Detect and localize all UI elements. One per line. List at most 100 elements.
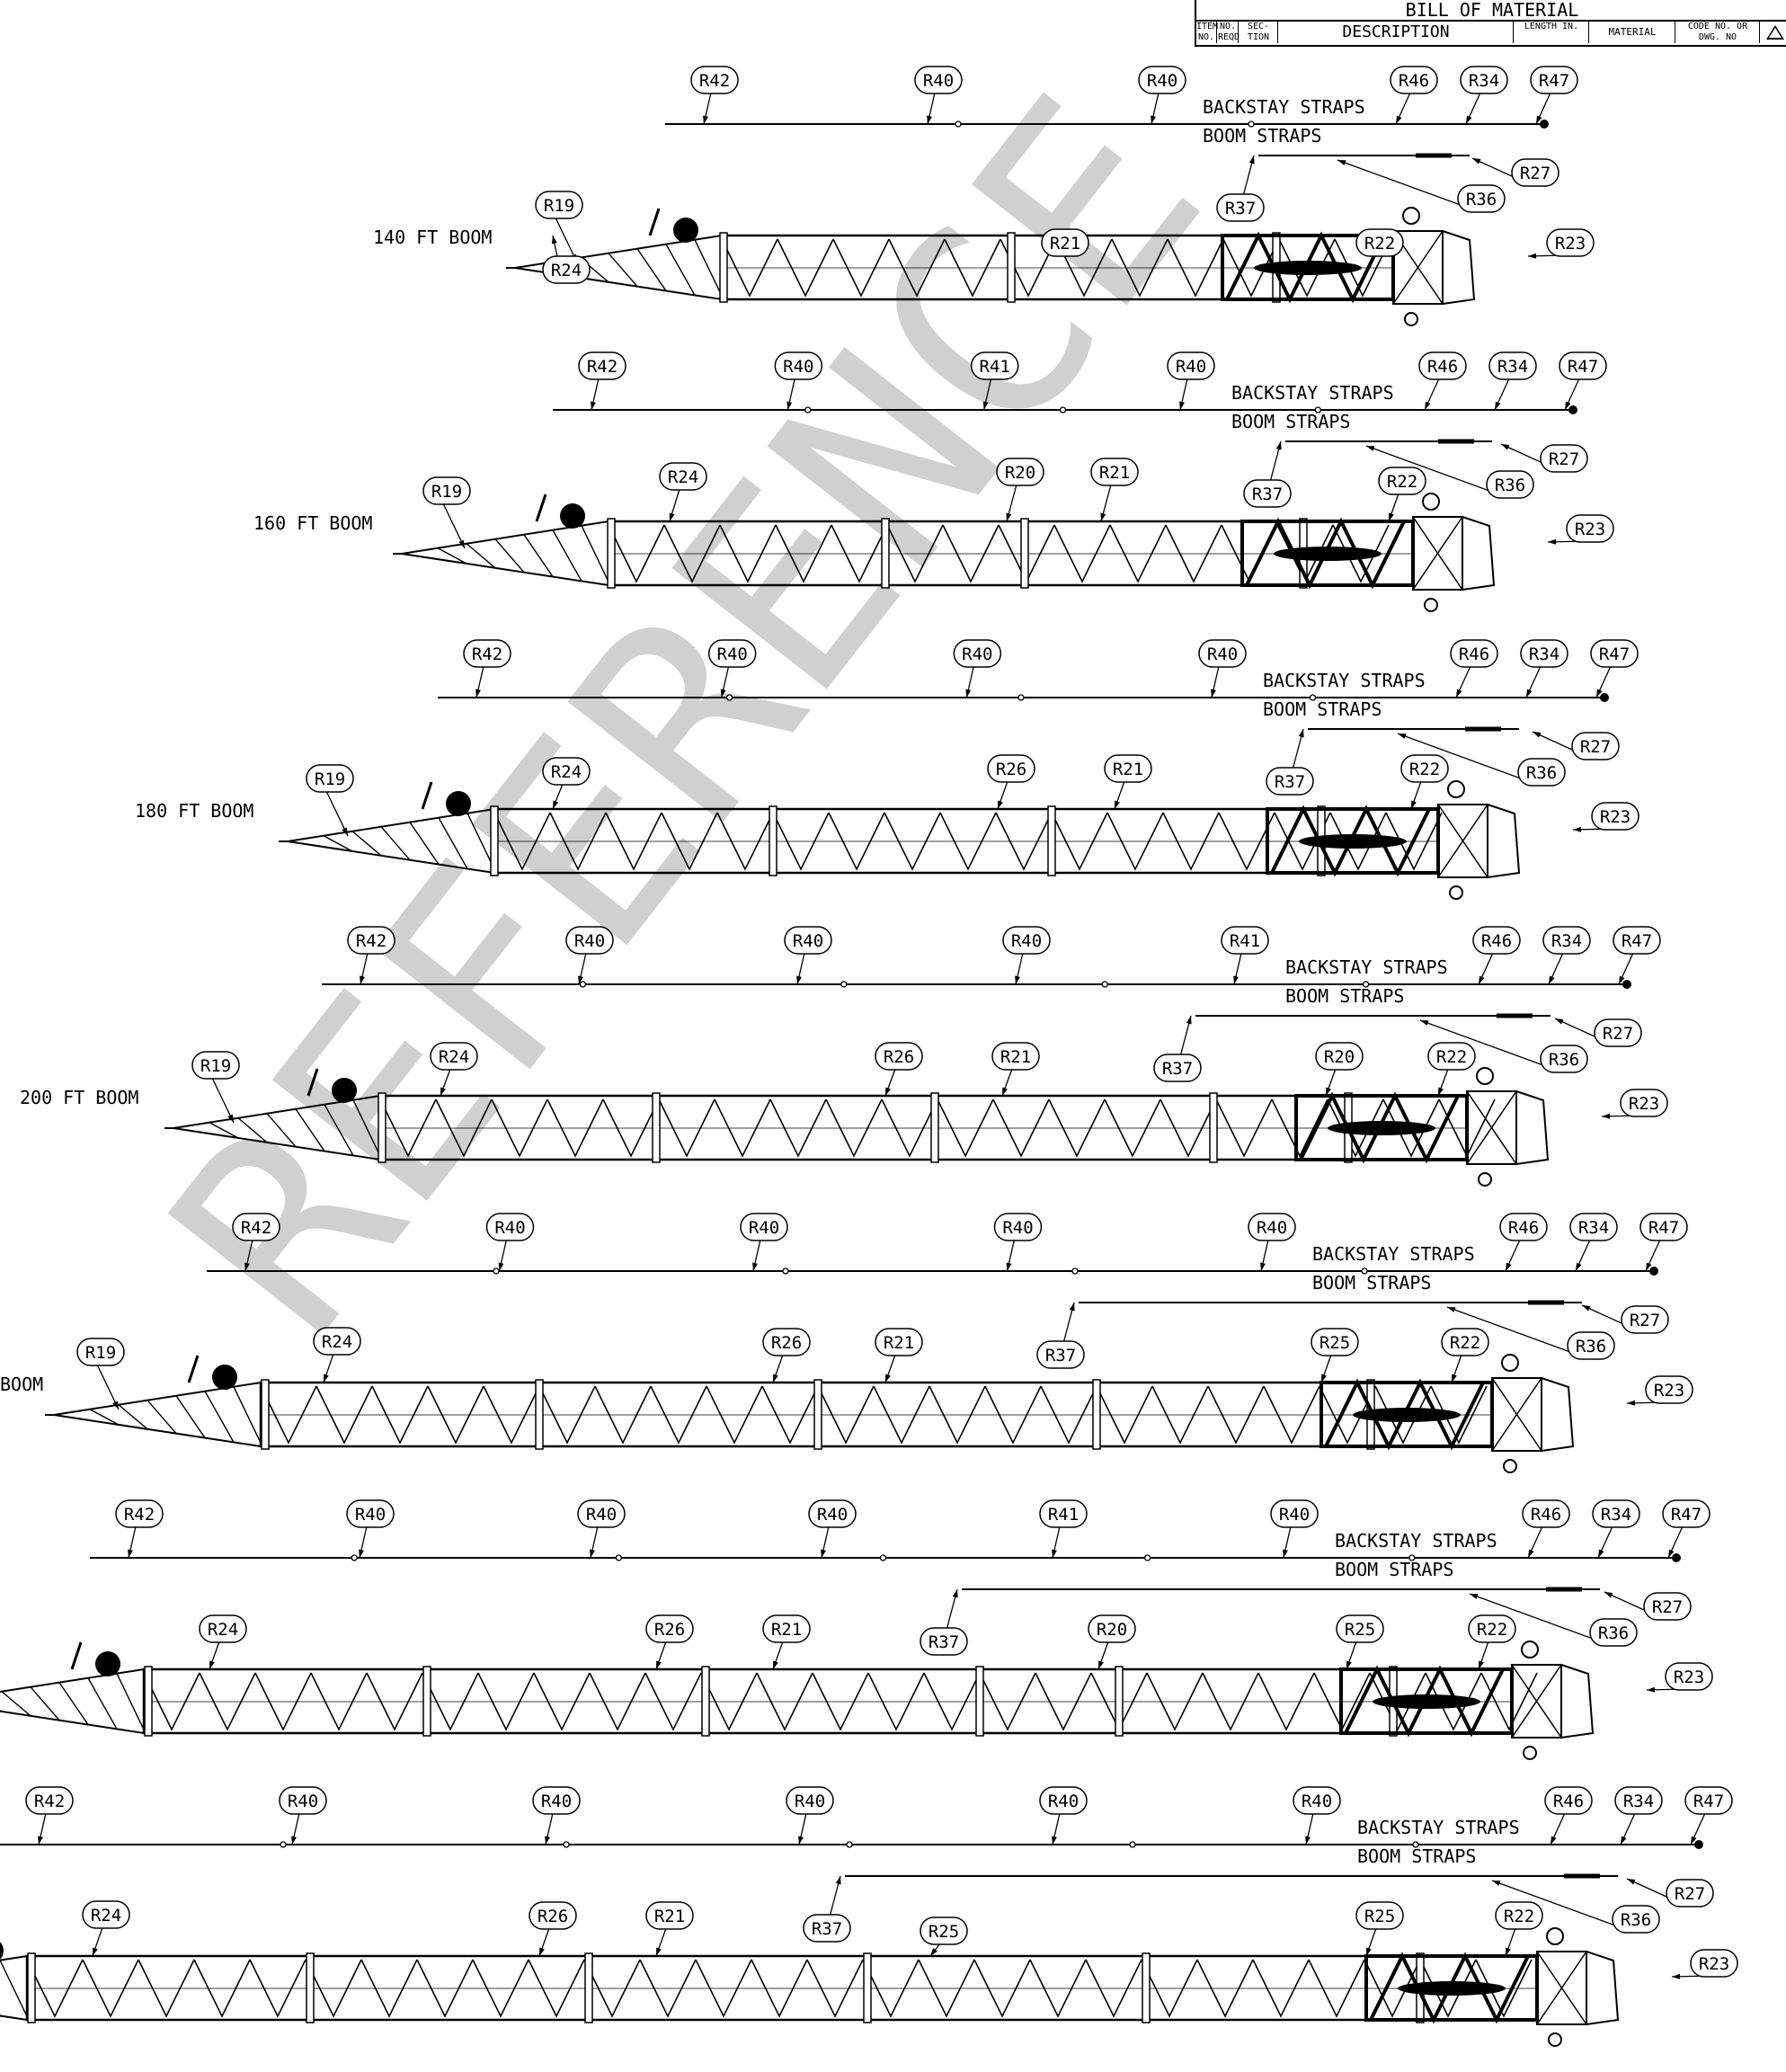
- leader-arrow: [553, 800, 559, 809]
- callout-bubble: [774, 351, 823, 380]
- boom-length-label: 160 FT BOOM: [253, 512, 372, 534]
- lacing: [379, 1098, 437, 1158]
- callout-bubble: [1621, 1305, 1669, 1334]
- lacing: [1111, 238, 1168, 298]
- tip-lacing: [324, 1104, 354, 1156]
- callout-boom: R24: [430, 1042, 478, 1097]
- tip-lacing: [665, 244, 696, 296]
- callout-backstay: R34: [1614, 1786, 1663, 1845]
- callout-label: R36: [1495, 476, 1525, 495]
- callout-bubble: [1569, 1213, 1618, 1241]
- callout-label: R27: [1652, 1597, 1683, 1617]
- lacing: [1096, 1385, 1153, 1445]
- foot-pin-icon: [1478, 1172, 1492, 1187]
- callout-bubble: [1153, 1054, 1202, 1082]
- callout-label: R41: [980, 357, 1010, 377]
- callout-backstay: R40: [1270, 1499, 1319, 1559]
- callout-boom: R22: [1495, 1901, 1543, 1957]
- callout-bubble: [485, 1213, 535, 1241]
- callout-backstay: R40: [577, 1499, 626, 1559]
- callout-boom: R26: [762, 1328, 811, 1383]
- leader-arrow: [1179, 401, 1185, 410]
- callout-bubble: [532, 1786, 581, 1815]
- lacing: [549, 812, 607, 871]
- strap-end-icon: [1672, 1553, 1681, 1562]
- callout-bubble: [1486, 470, 1534, 499]
- callout-bubble: [920, 1916, 968, 1945]
- callout-label: R47: [1568, 357, 1598, 377]
- leader-arrow: [798, 1836, 804, 1845]
- foot-pin-icon: [1548, 2032, 1562, 2047]
- lacing: [761, 1385, 819, 1445]
- callout-label: R22: [1436, 1047, 1467, 1067]
- leader-arrow: [498, 1262, 504, 1271]
- leader-arrow: [1470, 1594, 1479, 1599]
- callout-backstay: R46: [1499, 1213, 1548, 1272]
- section-joint: [1142, 1952, 1151, 2023]
- lacing: [1141, 1959, 1198, 2018]
- callout-label: R23: [1575, 520, 1605, 539]
- leader-line: [1491, 1880, 1633, 1933]
- callout-backstay: R42: [578, 351, 626, 411]
- leader-arrow: [440, 1087, 446, 1096]
- callout-bubble: [1441, 1328, 1489, 1356]
- lacing: [719, 524, 777, 583]
- strap-end-icon: [1568, 405, 1577, 414]
- section-joint: [769, 805, 777, 876]
- callout-bubble: [645, 1614, 694, 1643]
- manufacturer-logo-icon: [1398, 1981, 1506, 1996]
- lacing: [756, 1672, 813, 1731]
- callout-backstay: R47: [1559, 351, 1607, 411]
- callout-boom: R22: [1400, 754, 1449, 810]
- leader-line: [211, 1077, 235, 1124]
- callout-bubble: [1643, 1592, 1692, 1621]
- tip-lacing: [1, 1691, 31, 1717]
- boom-foot: [1491, 1377, 1542, 1452]
- lacing: [1196, 1959, 1254, 2018]
- callout-backstay: R40: [774, 351, 823, 411]
- manufacturer-logo-icon: [1274, 547, 1382, 561]
- jib-mast: [187, 1355, 200, 1383]
- callout-backstay: R40: [808, 1499, 857, 1559]
- boom-length-label: 140 FT BOOM: [373, 227, 492, 248]
- section-joint: [652, 1092, 661, 1163]
- callout-label: R19: [315, 769, 345, 789]
- callout-bubble: [1639, 1213, 1688, 1241]
- lacing: [888, 238, 946, 298]
- callout-bubble: [1589, 1618, 1638, 1647]
- bom-title: BILL OF MATERIAL: [1196, 0, 1786, 22]
- leader-arrow: [786, 401, 793, 410]
- callout-boom: R19: [76, 1338, 125, 1410]
- callout-boom: R23: [1671, 1949, 1738, 1979]
- section-joint: [27, 1952, 36, 2023]
- callout-bubble: [313, 1327, 361, 1356]
- leader-arrow: [1479, 1660, 1484, 1669]
- lacing: [658, 1098, 715, 1158]
- leader-arrow: [1555, 1018, 1564, 1025]
- leader-line: [1446, 1306, 1588, 1359]
- leader-arrow: [1621, 1836, 1627, 1845]
- lacing: [1040, 1385, 1097, 1445]
- strap-end-icon: [1600, 693, 1609, 702]
- hoist-sheave-icon: [1447, 780, 1465, 798]
- callout-label: R46: [1459, 645, 1489, 664]
- hoist-sheave-icon: [1422, 493, 1440, 511]
- revision-triangle-icon: [1766, 25, 1784, 40]
- callout-bubble: [1662, 1499, 1710, 1528]
- leader-arrow: [821, 1549, 826, 1558]
- callout-label: R40: [1011, 931, 1042, 951]
- strap-link: [1248, 120, 1255, 128]
- callout-label: R21: [1050, 234, 1080, 253]
- callout-bubble: [645, 1901, 694, 1930]
- callout-bubble: [1248, 1213, 1296, 1241]
- callout-strap: R27: [1604, 1591, 1692, 1621]
- callout-bubble: [996, 458, 1044, 486]
- callout-bubble: [1546, 228, 1595, 257]
- leader-arrow: [1528, 1549, 1534, 1558]
- leader-arrow: [1528, 253, 1537, 259]
- sheave-icon: [212, 1365, 237, 1390]
- lacing: [1369, 1672, 1426, 1731]
- callout-label: R22: [1387, 472, 1417, 492]
- callout-label: R27: [1580, 737, 1611, 757]
- leader-arrow: [998, 800, 1003, 809]
